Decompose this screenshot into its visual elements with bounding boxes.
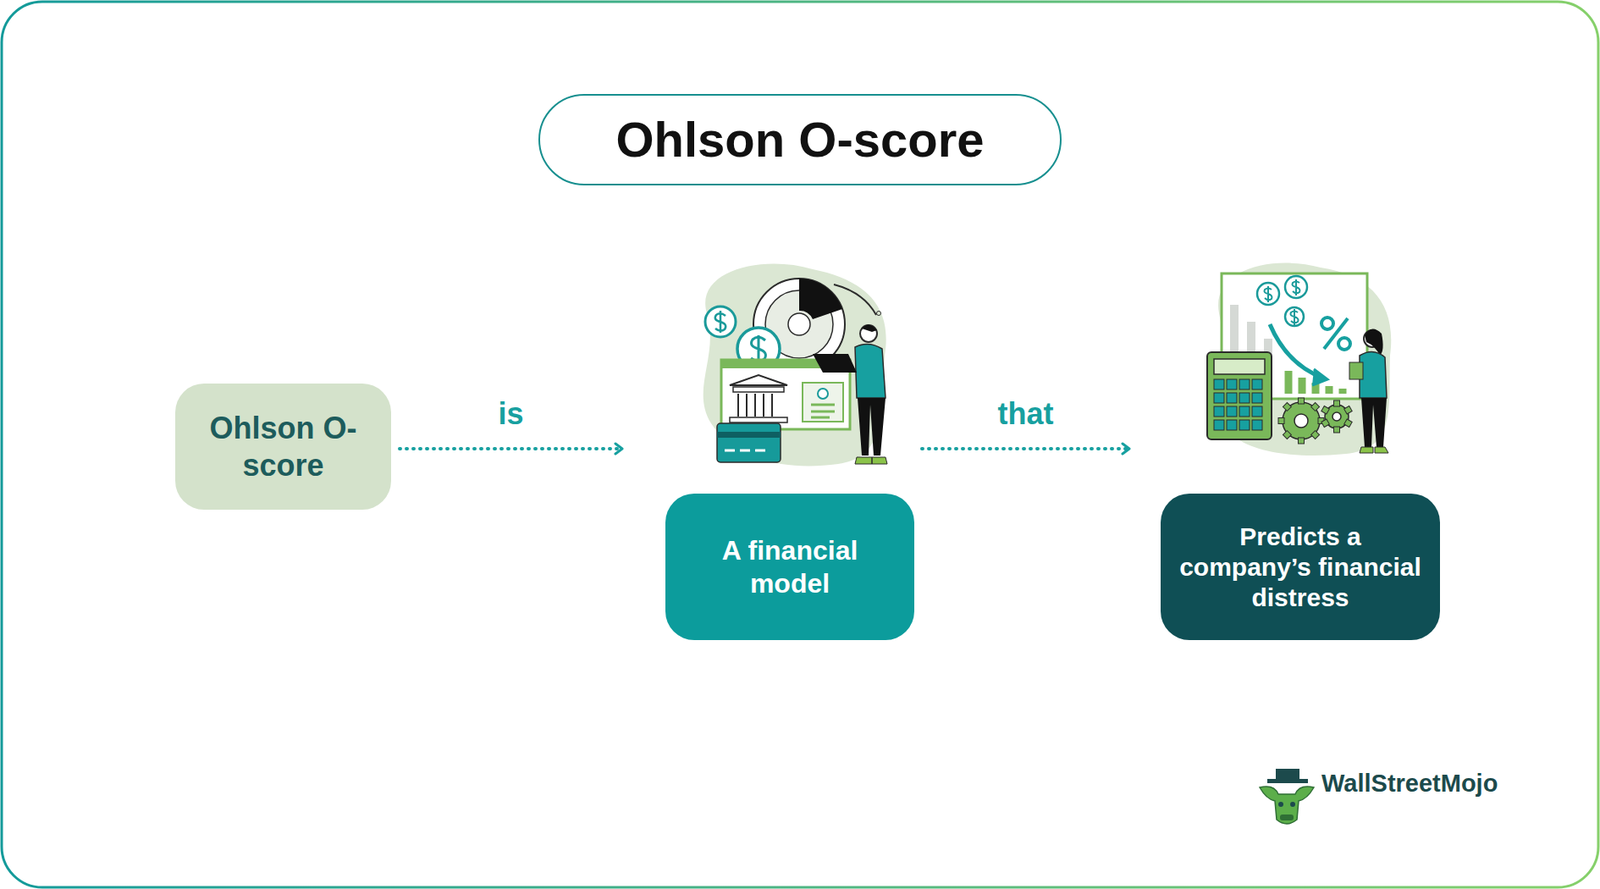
finance-illustration xyxy=(703,263,888,466)
purpose-box: Predicts a company’s financial distress xyxy=(1160,493,1440,640)
node-text: Ohlson O-score xyxy=(200,409,366,483)
title-pill: Ohlson O-score xyxy=(538,93,1062,186)
node-text: Predicts a company’s financial distress xyxy=(1170,521,1430,613)
edge-label: is xyxy=(492,395,529,432)
title-text: Ohlson O-score xyxy=(615,110,984,170)
definition-box: A financial model xyxy=(665,493,915,640)
watermark: WallStreetMojo xyxy=(1321,768,1498,799)
node-text: A financial model xyxy=(690,534,889,600)
subject-box: Ohlson O-score xyxy=(175,383,392,510)
edge-label: that xyxy=(993,395,1060,432)
dotted-arrow xyxy=(399,446,623,451)
distress-illustration xyxy=(1207,263,1391,456)
dotted-arrow xyxy=(921,446,1130,451)
logo-icon xyxy=(1259,768,1314,824)
